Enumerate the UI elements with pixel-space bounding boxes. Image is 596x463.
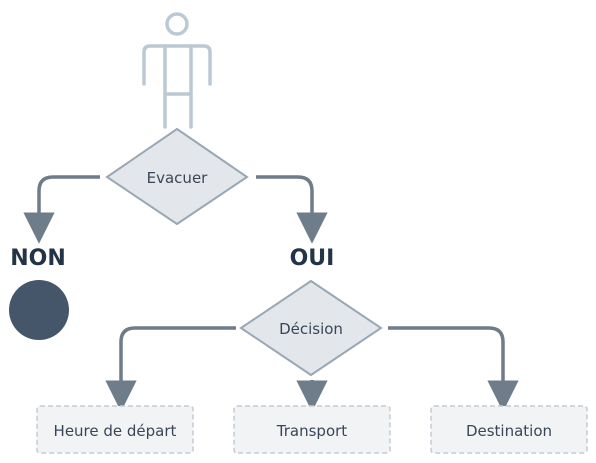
arrow-to-non — [23, 175, 100, 244]
box-transport-label: Transport — [276, 422, 348, 440]
box-heure-de-depart-label: Heure de départ — [54, 422, 177, 440]
box-transport — [233, 405, 391, 454]
arrow-to-oui — [256, 175, 328, 244]
end-node-circle — [9, 280, 69, 340]
decision-evacuer-label: Evacuer — [147, 169, 209, 187]
arrow-to-heure-de-depart — [105, 326, 236, 412]
decision-decision-label: Décision — [279, 320, 343, 338]
arrow-to-destination — [388, 326, 519, 412]
box-destination — [430, 405, 588, 454]
decision-decision-diamond — [239, 279, 383, 377]
person-figure-icon — [142, 12, 212, 129]
branch-oui-label: OUI — [290, 246, 335, 271]
box-destination-label: Destination — [466, 422, 552, 440]
box-heure-de-depart — [36, 405, 194, 454]
decision-evacuer-diamond — [105, 127, 249, 226]
branch-non-label: NON — [10, 246, 66, 271]
